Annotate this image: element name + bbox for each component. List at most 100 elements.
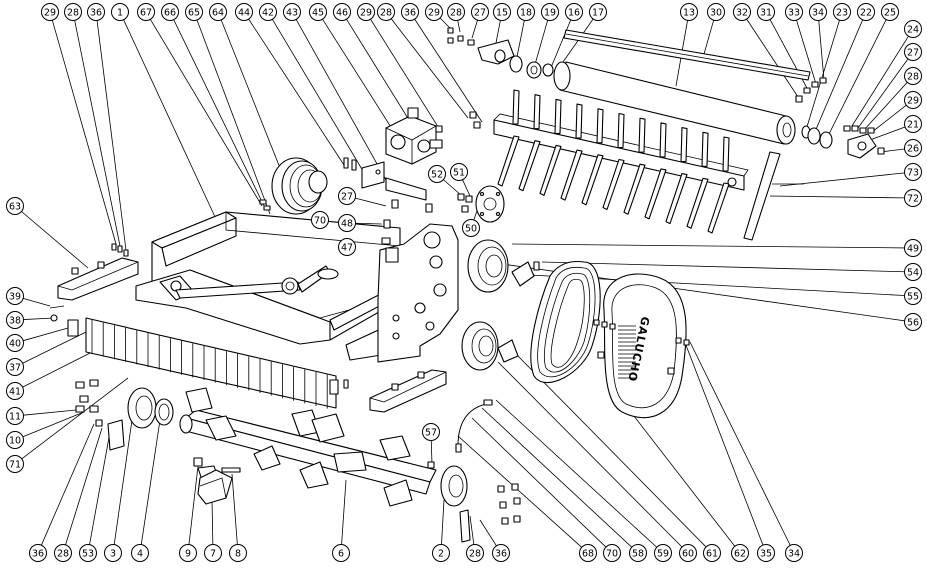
callout-leader-32: [746, 18, 801, 101]
callout-24: 24: [904, 20, 922, 38]
callout-45: 45: [309, 3, 327, 21]
callout-balloon: [904, 91, 922, 109]
callout-leader-36: [41, 423, 95, 546]
callout-57: 57: [422, 423, 440, 441]
callout-label: 33: [788, 7, 800, 18]
callout-balloon: [309, 3, 327, 21]
callout-leader-46: [346, 19, 415, 129]
callout-label: 29: [428, 7, 440, 18]
callout-balloon: [111, 3, 129, 21]
callout-balloon: [904, 239, 922, 257]
callout-balloon: [857, 3, 875, 21]
callout-label: 27: [474, 7, 486, 18]
callout-leader-33: [796, 20, 817, 85]
callout-leader-66: [173, 19, 267, 211]
callout-label: 57: [425, 427, 437, 438]
callout-17: 17: [589, 3, 607, 21]
callout-37: 37: [6, 358, 24, 376]
callout-balloon: [64, 3, 82, 21]
callout-27: 27: [904, 43, 922, 61]
callout-balloon: [6, 431, 24, 449]
callout-leader-11: [23, 409, 77, 416]
callout-leader-34: [818, 20, 825, 81]
callout-47: 47: [338, 238, 356, 256]
callout-42: 42: [259, 3, 277, 21]
callout-label: 7: [210, 548, 216, 559]
callout-balloon: [517, 3, 535, 21]
callout-label: 36: [404, 7, 416, 18]
callout-label: 38: [9, 315, 21, 326]
callout-label: 48: [341, 218, 353, 229]
callout-63: 63: [6, 197, 24, 215]
callout-balloon: [466, 544, 484, 562]
callout-leader-9: [188, 465, 199, 545]
callout-balloon: [185, 3, 203, 21]
callout-balloon: [6, 407, 24, 425]
callout-28: 28: [64, 3, 82, 21]
pulley-drum: [259, 157, 328, 215]
callout-55: 55: [904, 287, 922, 305]
callout-balloon: [654, 544, 672, 562]
callout-balloon: [6, 382, 24, 400]
callout-67: 67: [137, 3, 155, 21]
callout-32: 32: [733, 3, 751, 21]
callout-label: 66: [164, 7, 176, 18]
callout-68: 68: [579, 544, 597, 562]
callout-label: 28: [450, 7, 462, 18]
callout-leader-43: [295, 19, 387, 181]
callout-label: 34: [812, 7, 824, 18]
callout-34: 34: [785, 544, 803, 562]
callout-56: 56: [904, 313, 922, 331]
callout-41: 41: [6, 382, 24, 400]
callout-balloon: [881, 3, 899, 21]
callout-26: 26: [904, 139, 922, 157]
callout-leader-72: [769, 195, 905, 199]
callout-balloon: [6, 358, 24, 376]
callout-11: 11: [6, 407, 24, 425]
callout-balloon: [229, 544, 247, 562]
callout-balloon: [904, 263, 922, 281]
callout-52: 52: [428, 165, 446, 183]
callout-balloon: [311, 211, 329, 229]
callout-leader-36: [479, 519, 497, 547]
callout-label: 36: [495, 548, 507, 559]
callout-leader-6: [341, 479, 347, 545]
callout-label: 9: [185, 548, 191, 559]
callout-balloon: [493, 3, 511, 21]
callout-balloon: [541, 3, 559, 21]
callout-61: 61: [703, 544, 721, 562]
callout-label: 72: [907, 193, 919, 204]
callout-leader-36: [414, 18, 483, 123]
callout-label: 64: [212, 7, 224, 18]
callout-label: 2: [438, 548, 444, 559]
callout-30: 30: [707, 3, 725, 21]
callout-label: 62: [734, 548, 746, 559]
callout-leader-27: [857, 58, 909, 129]
callout-15: 15: [493, 3, 511, 21]
callout-label: 27: [907, 47, 919, 58]
callout-13: 13: [680, 3, 698, 21]
callout-label: 6: [338, 548, 344, 559]
callout-balloon: [6, 455, 24, 473]
callout-label: 28: [57, 548, 69, 559]
callout-54: 54: [904, 263, 922, 281]
callout-70: 70: [311, 211, 329, 229]
callout-leader-18: [515, 20, 525, 63]
callout-balloon: [79, 544, 97, 562]
callout-label: 17: [592, 7, 604, 18]
callout-balloon: [809, 3, 827, 21]
callout-balloon: [131, 544, 149, 562]
callout-balloon: [432, 544, 450, 562]
callout-38: 38: [6, 311, 24, 329]
callout-leader-8: [231, 473, 238, 545]
callout-64: 64: [209, 3, 227, 21]
roller-shaft: [553, 29, 811, 145]
callout-label: 16: [568, 7, 580, 18]
callout-label: 28: [380, 7, 392, 18]
callout-label: 53: [82, 548, 94, 559]
callout-label: 43: [286, 7, 298, 18]
callout-label: 44: [238, 7, 250, 18]
callout-balloon: [377, 3, 395, 21]
callout-44: 44: [235, 3, 253, 21]
callout-label: 52: [431, 169, 443, 180]
